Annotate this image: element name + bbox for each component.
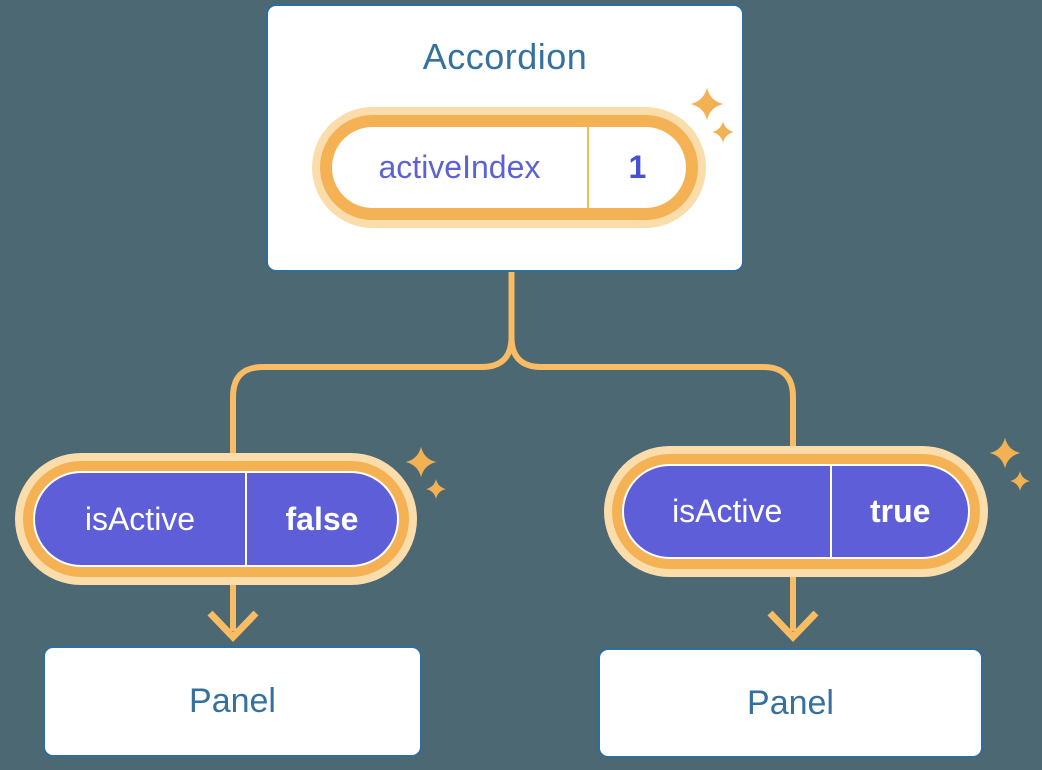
panel-card-left: Panel [43,646,422,757]
arrow-down-icon [207,610,259,643]
state-pill-activeindex: activeIndex 1 [312,107,706,228]
prop-pill-body: isActive false [35,473,397,565]
prop-label: isActive [624,466,833,557]
prop-value: false [285,500,359,537]
prop-pill-ring: isActive true [612,454,980,569]
prop-pill-isactive-false: isActive false [15,453,417,585]
state-pill-halo: activeIndex 1 [312,107,706,228]
panel-label: Panel [189,682,276,720]
wire-left [230,270,515,631]
state-pill-ring: activeIndex 1 [320,115,698,220]
prop-pill-halo: isActive true [604,446,988,577]
panel-card-right: Panel [598,648,983,758]
accordion-title: Accordion [422,36,588,77]
sparkle-icon [690,87,724,121]
prop-pill-ring: isActive false [23,461,409,577]
prop-pill-body: isActive true [624,466,968,557]
accordion-card: Accordion activeIndex 1 [266,4,744,272]
arrow-down-icon [767,610,819,643]
prop-label: isActive [35,473,247,565]
prop-pill-halo: isActive false [15,453,417,585]
wire-right [508,270,796,631]
sparkle-icon [712,121,734,143]
sparkle-icon [426,479,446,499]
sparkle-icon [405,446,437,478]
prop-pill-isactive-true: isActive true [604,446,988,577]
panel-label: Panel [747,683,834,722]
sparkle-icon [989,437,1021,469]
state-value: 1 [628,149,647,185]
state-label: activeIndex [332,127,589,208]
sparkle-icon [1010,471,1030,491]
prop-value: true [869,493,931,529]
